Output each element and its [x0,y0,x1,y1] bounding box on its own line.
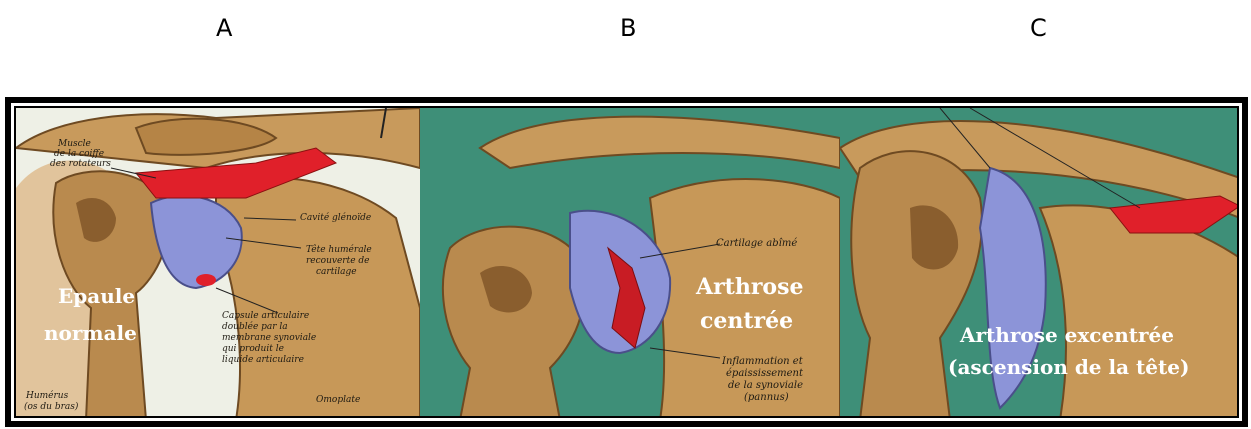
panel-a-capsule-5: liquide articulaire [222,355,304,365]
panel-b-title-line2: centrée [700,308,793,334]
panel-a-muscle-3: des rotateurs [50,159,111,169]
illustration-inner: Epaule normale Muscle de la coiffe des r… [14,106,1239,418]
panel-a-tete-2: recouverte de [306,256,370,266]
panel-a-capsule-4: qui produit le [222,344,284,354]
label-c: C [1030,14,1047,42]
illustration-frame: Epaule normale Muscle de la coiffe des r… [5,97,1248,427]
panel-centred-arthrosis: Arthrose centrée Cartilage abîmé Inflamm… [420,108,840,418]
panel-a-humerus-1: Humérus [25,390,69,401]
panel-normal-shoulder: Epaule normale Muscle de la coiffe des r… [16,108,420,418]
panel-a-capsule-3: membrane synoviale [222,333,316,343]
panel-c-title-line2: (ascension de la tête) [948,355,1189,379]
panel-a-cavite: Cavité glénoïde [300,212,371,223]
panel-a-capsule-1: Capsule articulaire [222,311,309,321]
panel-eccentric-arthrosis: Arthrose excentrée (ascension de la tête… [840,108,1239,418]
panel-a-tete-1: Tête humérale [306,244,372,255]
panel-a-capsule-2: doublée par la [222,321,288,332]
panel-a-tete-3: cartilage [316,267,357,277]
panel-b-inflam-2: épaississement [726,368,804,379]
panel-a-title-line2: normale [44,321,137,345]
panel-b-title-line1: Arthrose [695,274,803,300]
label-b: B [620,14,636,42]
panel-b-inflam-4: (pannus) [744,392,789,403]
panel-b-inflam-1: Inflammation et [721,356,804,367]
panel-a-humerus-2: (os du bras) [24,401,79,412]
panel-b-cartilage: Cartilage abîmé [716,238,797,249]
panel-a-omoplate: Omoplate [316,395,360,405]
panel-c-title-line1: Arthrose excentrée [959,323,1174,347]
panel-a-muscle-2: de la coiffe [54,149,104,159]
panel-a-muscle-1: Muscle [57,139,91,149]
label-a: A [216,14,232,42]
panel-b-inflam-3: de la synoviale [728,380,803,391]
panel-a-title-line1: Epaule [58,284,135,308]
